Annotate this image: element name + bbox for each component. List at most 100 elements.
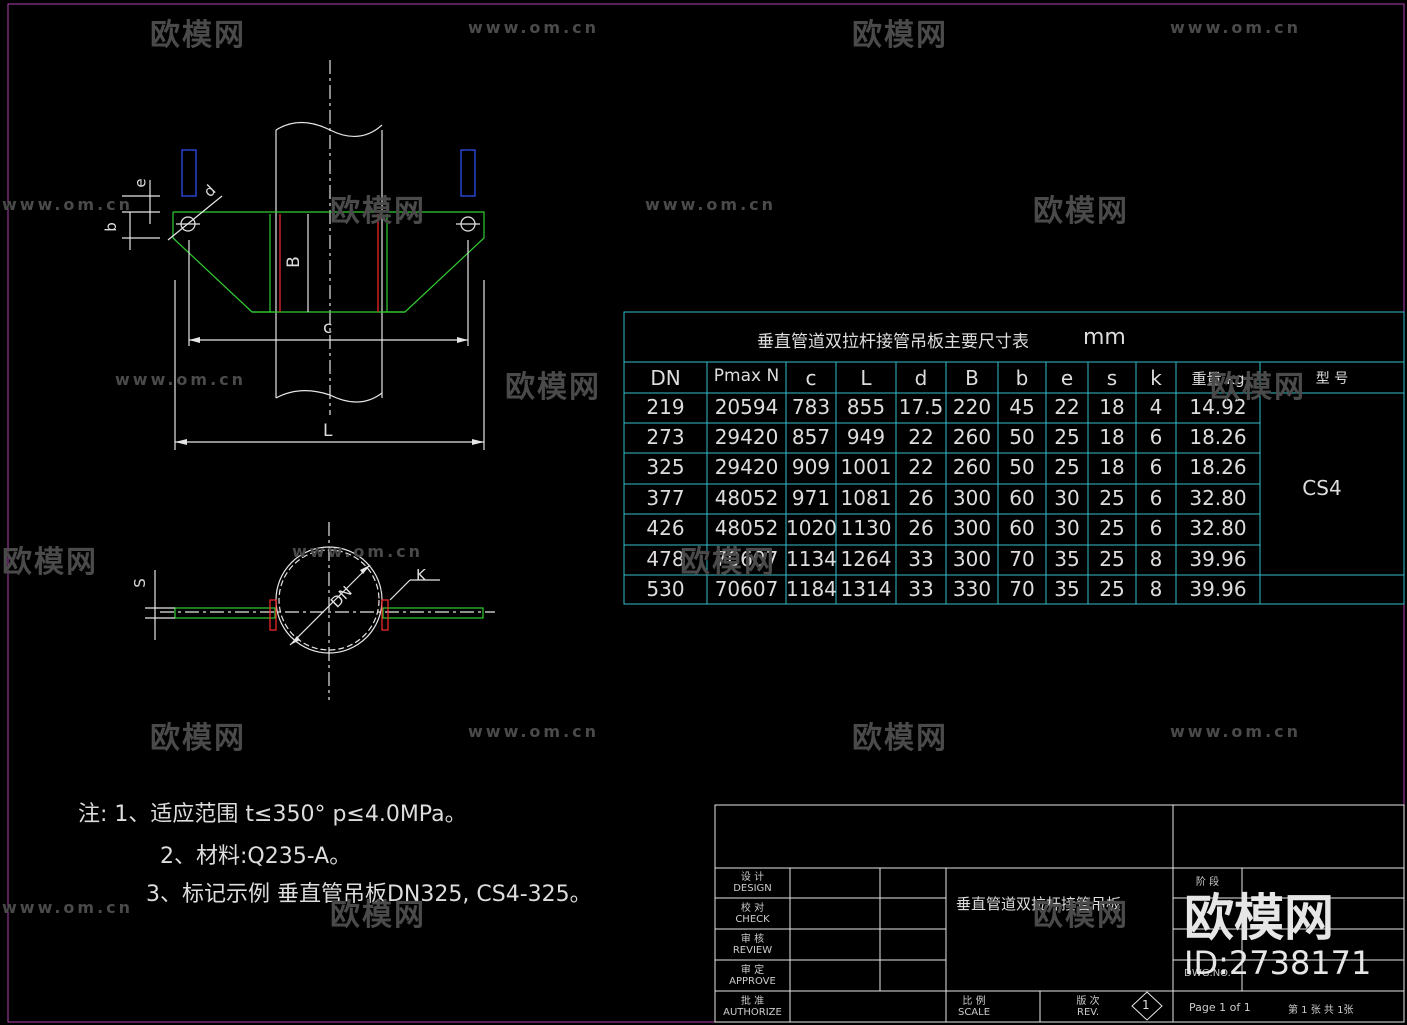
table-cell: 32.80: [1189, 516, 1247, 540]
table-cell: 50: [1009, 425, 1035, 449]
th-e: e: [1060, 366, 1074, 390]
table-cell: 18.26: [1189, 455, 1247, 479]
table-cell: 18: [1099, 455, 1125, 479]
th-dn: DN: [650, 366, 681, 390]
note-3: 3、标记示例 垂直管吊板DN325, CS4-325。: [146, 882, 592, 907]
table-cell: 22: [908, 455, 934, 479]
tb-stage: 阶 段: [1195, 877, 1220, 888]
th-b: b: [1015, 366, 1029, 390]
watermark-logo: 欧模网: [1033, 194, 1129, 229]
table-cell: 8: [1149, 577, 1163, 601]
table-cell: 25: [1054, 425, 1080, 449]
watermark-logo: 欧模网: [852, 721, 948, 756]
table-cell: 1001: [840, 455, 892, 479]
table-cell: 8: [1149, 547, 1163, 571]
table-cell: 50: [1009, 455, 1035, 479]
table-cell: 29420: [714, 425, 779, 449]
tb-scale: 比 例 SCALE: [957, 996, 991, 1018]
table-cell: 35: [1054, 547, 1080, 571]
front-view: [122, 60, 485, 450]
watermark-url: www.om.cn: [2, 195, 134, 214]
table-cell: 273: [646, 425, 685, 449]
table-cell: 6: [1149, 425, 1163, 449]
watermark-url: www.om.cn: [2, 898, 134, 917]
watermark-logo: 欧模网: [150, 721, 246, 756]
watermark-big-logo: 欧模网: [1184, 889, 1334, 947]
table-cell: 300: [952, 486, 992, 510]
table-cell: 530: [646, 577, 685, 601]
table-cell: 18.26: [1189, 425, 1247, 449]
dim-label-L: L: [323, 421, 333, 441]
table-cell: 45: [1009, 395, 1035, 419]
table-cell: 30: [1054, 516, 1080, 540]
table-cell: 6: [1149, 486, 1163, 510]
table-cell: 20594: [714, 395, 779, 419]
th-B: B: [965, 366, 979, 390]
table-cell: 6: [1149, 455, 1163, 479]
tb-page: Page 1 of 1: [1189, 1001, 1251, 1014]
table-cell: 29420: [714, 455, 779, 479]
table-cell: 6: [1149, 516, 1163, 540]
model-cell: CS4: [1302, 476, 1342, 500]
table-cell: 377: [646, 486, 685, 510]
table-cell: 18: [1099, 395, 1125, 419]
table-cell: 25: [1099, 577, 1125, 601]
table-cell: 855: [846, 395, 886, 419]
table-cell: 1020: [786, 516, 837, 540]
table-cell: 1130: [840, 516, 892, 540]
th-c: c: [805, 366, 817, 390]
th-L: L: [860, 366, 872, 390]
tb-rev: 版 次 REV.: [1076, 996, 1100, 1018]
tb-drawing-name: 垂直管道双拉杆接管吊板: [956, 895, 1122, 913]
table-unit: mm: [1083, 325, 1126, 350]
dim-label-B: B: [283, 256, 304, 268]
table-cell: 33: [908, 577, 934, 601]
table-cell: 70: [1009, 577, 1035, 601]
watermark-logo: 欧模网: [150, 18, 246, 53]
th-d: d: [914, 366, 928, 390]
table-cell: 18: [1099, 425, 1125, 449]
th-pmax: Pmax N: [713, 366, 780, 386]
table-cell: 1314: [840, 577, 892, 601]
table-cell: 478: [646, 547, 685, 571]
dim-label-e: e: [131, 178, 150, 188]
table-cell: 48052: [714, 486, 779, 510]
tb-dwg-no: DWG.NO.: [1184, 968, 1231, 979]
tb-approve: 审 定 APPROVE: [729, 965, 776, 987]
table-cell: 330: [952, 577, 992, 601]
watermark-url: www.om.cn: [645, 195, 777, 214]
table-cell: 39.96: [1189, 547, 1247, 571]
dimension-table-grid: [623, 311, 1405, 605]
th-k: k: [1150, 366, 1162, 390]
table-cell: 949: [846, 425, 886, 449]
table-cell: 17.5: [898, 395, 944, 419]
table-cell: 1264: [840, 547, 892, 571]
note-1: 注: 1、适应范围 t≤350° p≤4.0MPa。: [78, 802, 467, 827]
table-cell: 1134: [786, 547, 837, 571]
title-block-grid: [714, 804, 1405, 1023]
table-cell: 25: [1099, 486, 1125, 510]
table-cell: 25: [1099, 547, 1125, 571]
table-cell: 22: [908, 425, 934, 449]
dim-label-k: K: [416, 566, 426, 584]
watermark-url: www.om.cn: [115, 370, 247, 389]
tb-rev-value: 1: [1142, 998, 1150, 1012]
table-cell: 857: [791, 425, 831, 449]
watermark-url: www.om.cn: [1170, 722, 1302, 741]
table-cell: 22: [1054, 395, 1080, 419]
watermark-url: www.om.cn: [1170, 18, 1302, 37]
table-cell: 26: [908, 516, 934, 540]
note-2: 2、材料:Q235-A。: [160, 844, 352, 869]
table-cell: 909: [791, 455, 831, 479]
watermark-url: www.om.cn: [468, 18, 600, 37]
table-cell: 25: [1054, 455, 1080, 479]
table-cell: 300: [952, 547, 992, 571]
th-weight: 重量 kg: [1191, 370, 1245, 388]
watermark-logo: 欧模网: [505, 370, 601, 405]
watermark-logo: 欧模网: [1210, 370, 1306, 405]
table-cell: 426: [646, 516, 685, 540]
watermark-logo: 欧模网: [330, 194, 426, 229]
table-cell: 219: [646, 395, 685, 419]
watermark-logo: 欧模网: [680, 545, 776, 580]
